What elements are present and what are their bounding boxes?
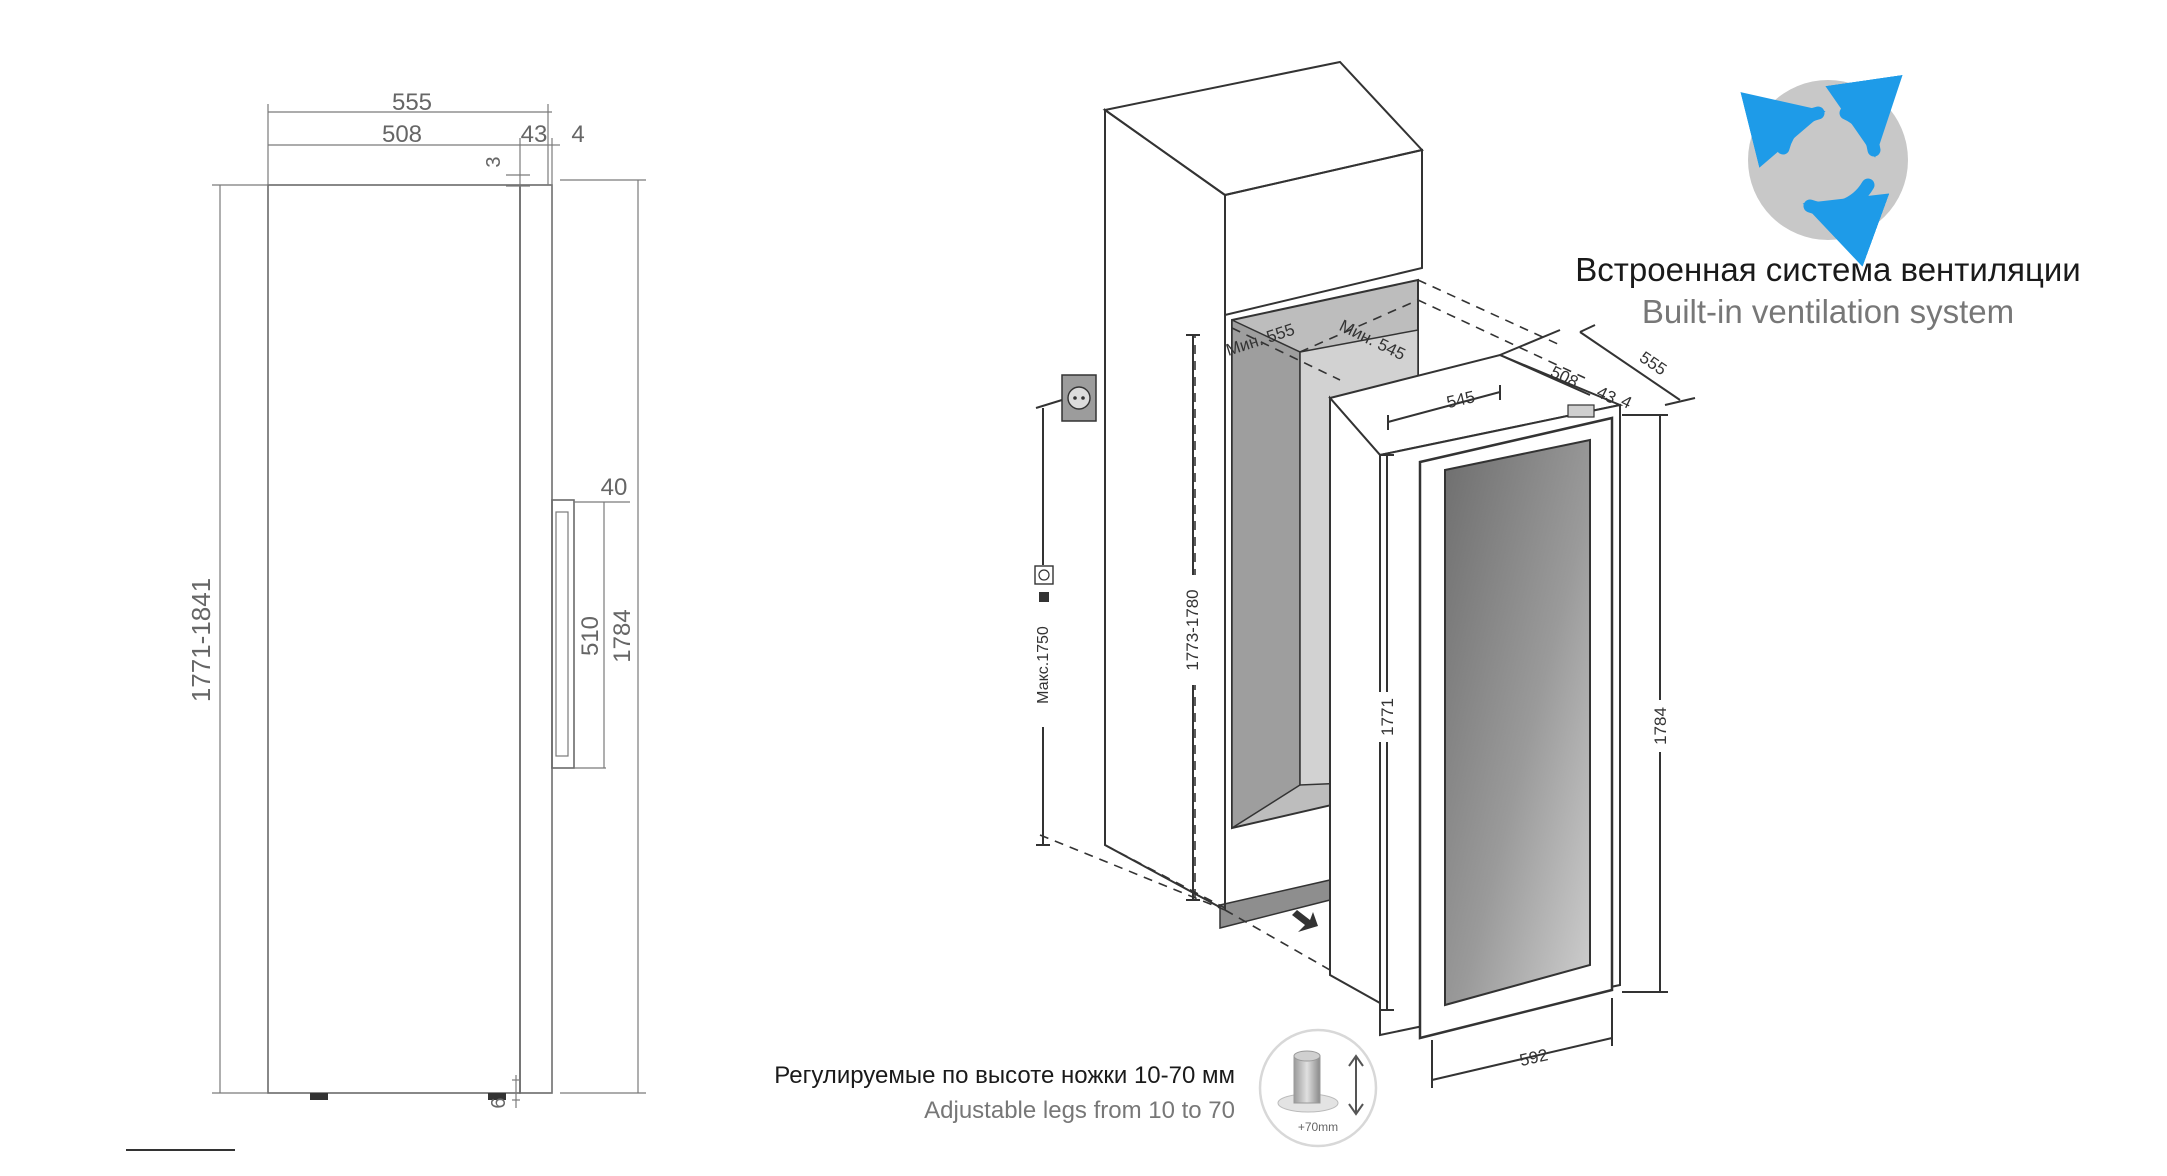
iso-view: Мин. 555 Мин. 545 1773-1780 Макс.1750	[1030, 60, 1696, 1088]
dim-niche-side: 1771-1841	[186, 578, 216, 702]
legs-title-en: Adjustable legs from 10 to 70	[924, 1097, 1235, 1124]
dim-555-top: 555	[392, 89, 432, 116]
dim-1784-side: 1784	[609, 609, 636, 662]
unit-side	[1329, 395, 1381, 1005]
adjustable-leg-icon: +70mm	[1258, 1028, 1378, 1148]
side-foot-front	[310, 1093, 328, 1100]
side-body	[267, 184, 521, 1094]
dim-h-1784: 1784	[1651, 707, 1670, 745]
circular-arrows-icon	[1740, 74, 1908, 267]
cabinet-left-side	[1104, 108, 1226, 912]
dim-socket-max: Макс.1750	[1035, 626, 1052, 704]
dim-3-top: 3	[483, 156, 505, 167]
dim-508-top: 508	[382, 121, 422, 148]
legs-block: Регулируемые по высоте ножки 10-70 мм Ad…	[774, 1028, 1378, 1148]
dim-h-1771: 1771	[1378, 698, 1397, 736]
dim-niche-iso: 1773-1780	[1183, 589, 1202, 670]
cabinet-top-face	[1102, 60, 1424, 197]
ventilation-title-en: Built-in ventilation system	[1642, 293, 2014, 330]
side-view: 555 508 43 4 3 40 510 1784 1771-1841 6	[126, 89, 646, 1151]
unit-glass	[1444, 438, 1591, 1007]
ventilation-title-ru: Встроенная система вентиляции	[1575, 251, 2080, 288]
dim-43-top: 43	[521, 121, 548, 148]
unit-hinge	[1567, 404, 1595, 418]
ventilation-block: Встроенная система вентиляции Built-in v…	[1575, 74, 2081, 330]
dim-depth-4: 4	[1618, 391, 1635, 412]
leg-plus-70: +70mm	[1298, 1120, 1338, 1134]
side-door	[519, 184, 553, 1094]
dim-40-handle: 40	[601, 474, 628, 501]
insert-arrow	[1292, 910, 1318, 932]
side-handle	[551, 499, 575, 769]
dim-6-bottom: 6	[488, 1097, 510, 1108]
side-foot-back	[488, 1093, 506, 1100]
socket-symbol	[1034, 565, 1054, 585]
dim-4-top: 4	[571, 121, 584, 148]
dim-510-handle: 510	[577, 616, 604, 656]
legs-title-ru: Регулируемые по высоте ножки 10-70 мм	[774, 1062, 1235, 1089]
dim-w-592: 592	[1518, 1045, 1550, 1070]
